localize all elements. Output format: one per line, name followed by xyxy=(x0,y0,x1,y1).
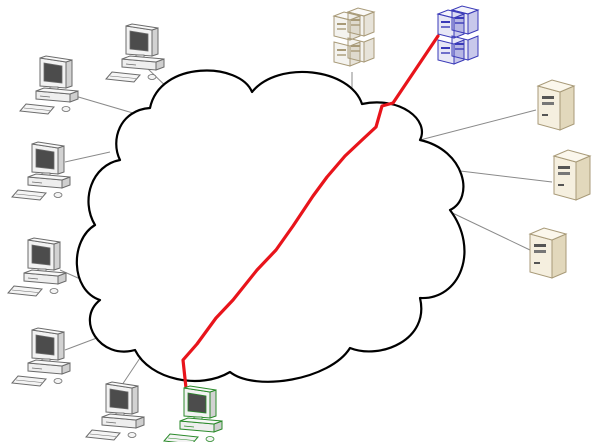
server-cluster-icon-cluster-top-beige[interactable] xyxy=(333,7,375,67)
server-cluster-icon-cluster-top-blue[interactable] xyxy=(437,5,479,65)
tower-server-icon-server-right-1[interactable] xyxy=(537,79,575,131)
desktop-computer-icon-pc-left-2[interactable] xyxy=(11,141,71,201)
network-cloud xyxy=(75,69,466,383)
desktop-computer-icon-pc-bottom-left[interactable] xyxy=(85,381,145,441)
link-line-server-right-3 xyxy=(441,207,531,251)
desktop-computer-icon-pc-bottom-green[interactable] xyxy=(163,385,223,442)
tower-server-icon-server-right-2[interactable] xyxy=(553,149,591,201)
link-line-pc-bottom-left xyxy=(119,357,141,389)
desktop-computer-icon-pc-left-4[interactable] xyxy=(11,327,71,387)
link-lines xyxy=(59,65,553,389)
link-line-pc-left-2 xyxy=(64,151,111,163)
tower-server-icon-server-right-3[interactable] xyxy=(529,227,567,279)
desktop-computer-icon-pc-top-left[interactable] xyxy=(105,23,165,83)
desktop-computer-icon-pc-left-3[interactable] xyxy=(7,237,67,297)
desktop-computer-icon-pc-left-1[interactable] xyxy=(19,55,79,115)
link-line-server-right-1 xyxy=(419,109,537,141)
link-line-server-right-2 xyxy=(451,169,553,183)
highlight-route-line xyxy=(181,34,440,390)
